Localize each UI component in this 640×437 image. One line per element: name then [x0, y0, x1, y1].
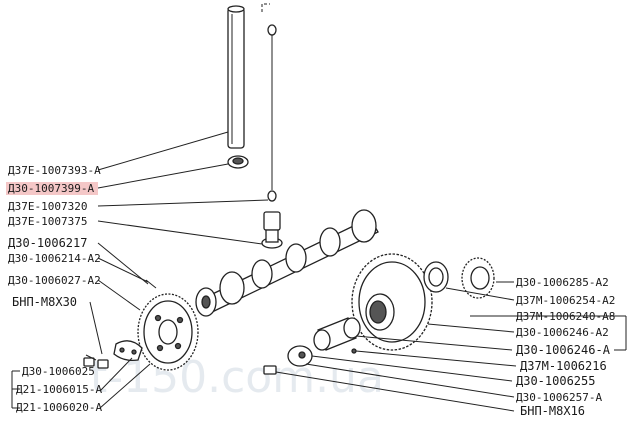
label-pushrod: Д37Е-1007320	[8, 200, 87, 213]
label-pushrod-tube: Д37Е-1007393-А	[8, 164, 101, 177]
pushrod-guide	[261, 3, 270, 12]
label-cap-highlighted: Д30-1007399-А	[8, 182, 94, 195]
label-key: Д30-1006214-А2	[8, 252, 101, 265]
label-plate-left: Д30-1006025	[22, 365, 95, 378]
pushrod-part	[267, 24, 277, 202]
label-highlight-bg	[6, 182, 98, 195]
pin-part	[351, 348, 357, 354]
label-washer: Д30-1006257-А	[516, 391, 602, 404]
label-idler-assy: Д37М-1006240-А8	[516, 310, 615, 323]
axle-plate-part	[287, 345, 313, 367]
leader-lines	[11, 131, 627, 412]
label-idler-gear-alt: Д30-1006246-А	[516, 343, 611, 357]
label-gear-small: Д30-1006285-А2	[516, 276, 609, 289]
watermark-text: t-150.com.ua	[90, 352, 384, 403]
label-tappet: Д37Е-1007375	[8, 215, 87, 228]
tappet-part	[261, 211, 283, 249]
idler-gear-part	[351, 253, 433, 351]
bolt-right-part	[263, 365, 277, 375]
thrust-plate-left-part	[113, 340, 143, 362]
cam-gear-part	[137, 293, 199, 371]
label-plate-assy-1: Д21-1006015-А	[16, 383, 102, 396]
label-bolt-right: БНП-М8Х16	[520, 404, 585, 418]
label-plate-assy-2: Д21-1006020-А	[16, 401, 102, 414]
label-idler-gear: Д30-1006246-А2	[516, 326, 609, 339]
label-bolt-left: БНП-М8Х30	[12, 295, 77, 309]
pushrod-tube-part	[227, 5, 245, 149]
bolts-left-part	[83, 357, 109, 369]
label-bushing: Д37М-1006216	[520, 359, 607, 373]
label-camshaft: Д30-1006217	[8, 236, 87, 250]
label-cam-gear: Д30-1006027-А2	[8, 274, 101, 287]
tube-cap-part	[227, 155, 249, 169]
bushing-part	[313, 317, 361, 351]
seal-ring-part	[423, 261, 449, 293]
label-axle: Д30-1006255	[516, 374, 595, 388]
camshaft-part	[195, 209, 379, 317]
small-gear-part	[461, 257, 495, 299]
label-seal-ring: Д37М-1006254-А2	[516, 294, 615, 307]
